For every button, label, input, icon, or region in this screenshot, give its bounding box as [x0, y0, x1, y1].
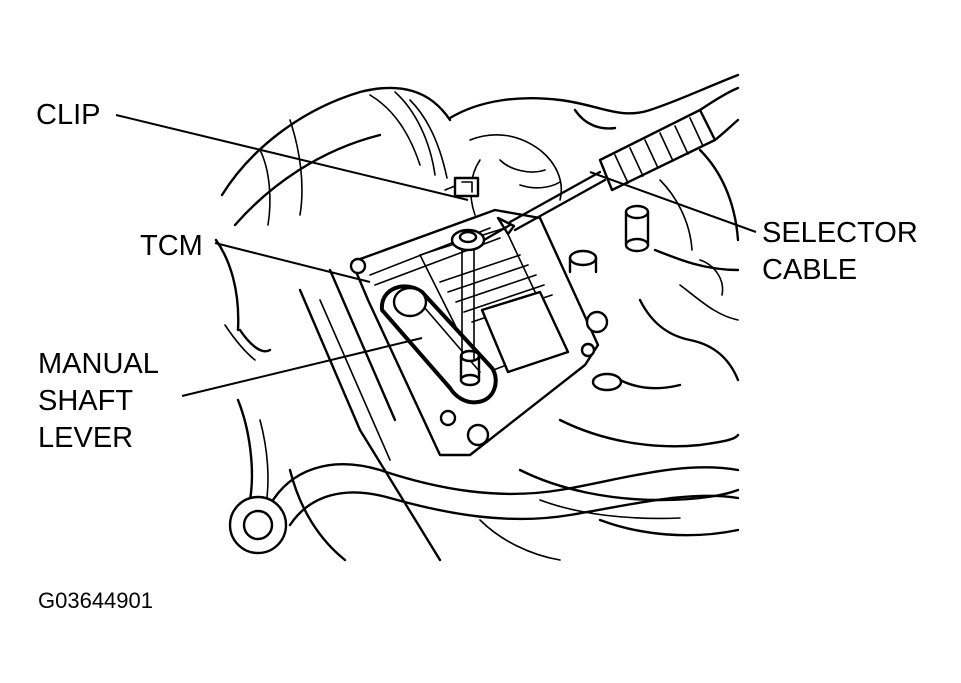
- clip-leader: [115, 114, 469, 201]
- tcm-module: [349, 208, 609, 457]
- manual-shaft-lever: [379, 284, 498, 405]
- selector-cable: [450, 86, 740, 361]
- tcm-leader: [214, 242, 371, 283]
- leader-lines: [115, 114, 757, 397]
- selector-cable-label-line1: SELECTOR: [762, 217, 918, 249]
- wiring-harness: [228, 463, 740, 555]
- engine-background: [214, 73, 740, 562]
- manual-shaft-lever-label-line1: MANUAL: [38, 348, 159, 380]
- tcm-label: TCM: [140, 230, 203, 262]
- clip-label: CLIP: [36, 99, 100, 131]
- selector-cable-label-line2: CABLE: [762, 254, 857, 286]
- manual-shaft-lever-leader: [181, 337, 423, 397]
- selector-cable-leader: [589, 171, 757, 233]
- clip-part: [444, 176, 480, 198]
- manual-shaft-lever-label-line2: SHAFT: [38, 385, 133, 417]
- manual-shaft-lever-label-line3: LEVER: [38, 422, 133, 454]
- figure-id: G03644901: [38, 588, 153, 613]
